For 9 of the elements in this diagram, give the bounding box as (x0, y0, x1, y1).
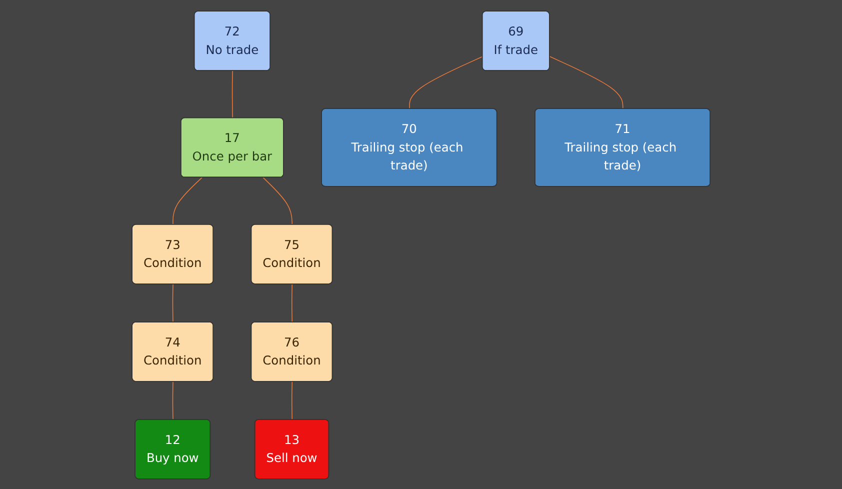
connector (291, 283, 292, 322)
connector (291, 380, 292, 420)
connector (262, 176, 292, 225)
connector (172, 176, 202, 225)
connector (549, 56, 624, 109)
connector (172, 380, 174, 420)
connector (232, 70, 233, 118)
connector (172, 283, 174, 322)
connector (409, 56, 483, 109)
